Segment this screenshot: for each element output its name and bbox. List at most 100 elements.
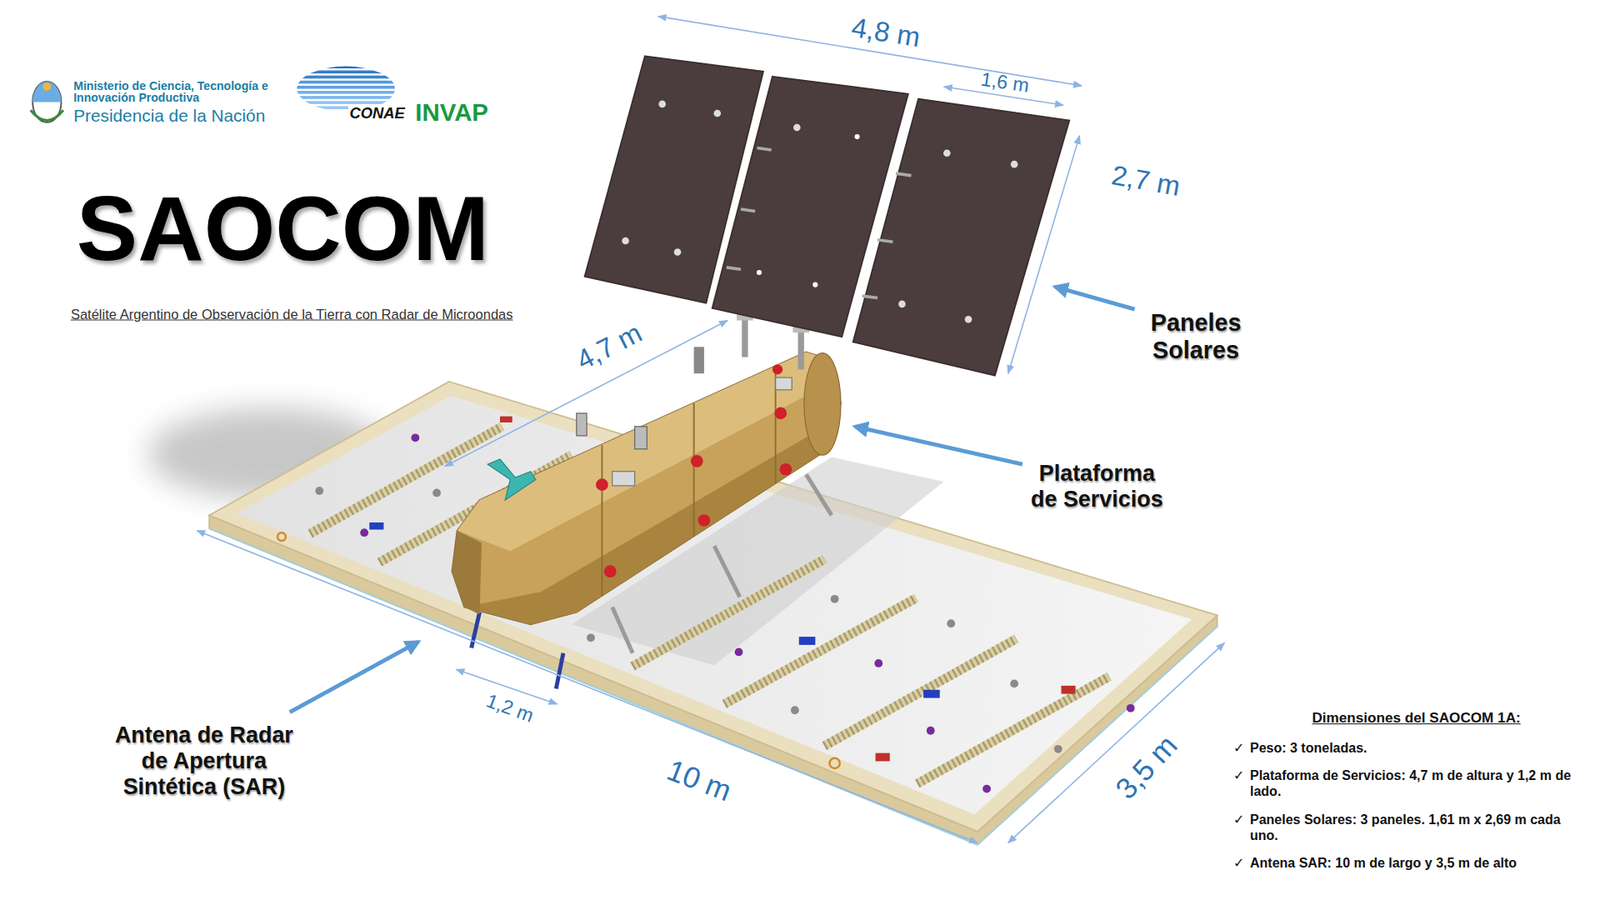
- hinge: [757, 148, 772, 150]
- title: SAOCOM: [76, 182, 490, 275]
- strut: [714, 545, 740, 597]
- joint: [604, 565, 617, 578]
- stripe: [295, 75, 398, 80]
- dimension-line: [1008, 135, 1080, 374]
- component: [612, 471, 635, 486]
- component: [830, 595, 840, 604]
- component: [735, 648, 744, 657]
- joint: [780, 463, 793, 476]
- component: [369, 522, 384, 530]
- panel-dot: [714, 110, 722, 118]
- joint: [595, 478, 609, 491]
- dimension-lines: [196, 16, 1225, 844]
- panel-dot: [943, 149, 951, 157]
- stripe: [295, 95, 398, 100]
- spec-list: ✓Peso: 3 toneladas.✓Plataforma de Servic…: [1233, 740, 1592, 871]
- callout-arrow: [1055, 286, 1135, 310]
- dimension-line: [944, 86, 1064, 105]
- component: [982, 785, 991, 794]
- component: [1060, 685, 1075, 695]
- component: [1054, 745, 1063, 754]
- component: [360, 528, 369, 537]
- component: [277, 532, 286, 541]
- rail: [917, 676, 1110, 785]
- dimension-label: 1,2 m: [483, 689, 537, 727]
- platform-facet: [457, 351, 838, 551]
- mount: [741, 318, 748, 358]
- panel-dot: [898, 300, 906, 309]
- panel-dot: [812, 282, 818, 288]
- check-mark: ✓: [1233, 767, 1250, 784]
- module-seam: [601, 445, 604, 596]
- dimension-label: 2,7 m: [1109, 159, 1183, 203]
- panel-dot: [621, 237, 630, 245]
- component: [830, 758, 840, 769]
- hinge: [740, 209, 755, 211]
- platform-facet: [464, 418, 839, 625]
- stripe: [295, 85, 398, 90]
- callout-label: Paneles Solares: [1132, 309, 1260, 365]
- component: [432, 489, 441, 498]
- component: [946, 619, 955, 628]
- panel-dot: [658, 100, 666, 109]
- component: [799, 636, 816, 645]
- component: [923, 690, 940, 699]
- component: [500, 416, 513, 423]
- spec-row: ✓Plataforma de Servicios: 4,7 m de altur…: [1233, 767, 1592, 800]
- component: [1010, 680, 1019, 689]
- logo-text: Ministerio de Ciencia, Tecnología e Inno…: [73, 80, 304, 105]
- component: [874, 659, 883, 668]
- strut: [612, 607, 633, 654]
- callout-arrow: [290, 641, 419, 712]
- panel-dot: [965, 315, 973, 324]
- stripe: [295, 80, 398, 85]
- component: [790, 705, 800, 715]
- hinge: [726, 267, 741, 270]
- subtitle: Satélite Argentino de Observación de la …: [70, 306, 514, 323]
- callout-label: Plataforma de Servicios: [1025, 460, 1169, 513]
- component: [875, 753, 890, 762]
- component: [926, 726, 935, 735]
- joint: [772, 364, 783, 375]
- rail: [917, 676, 1110, 785]
- component: [775, 377, 793, 390]
- callout-label: Antena de Radar de Apertura Sintética (S…: [101, 722, 306, 800]
- dimension-line: [1008, 642, 1225, 843]
- dimension-line: [658, 16, 1082, 86]
- rail: [824, 639, 1016, 747]
- check-mark: ✓: [1233, 811, 1250, 828]
- dimension-line: [196, 530, 978, 844]
- spec-row: ✓Peso: 3 toneladas.: [1233, 740, 1592, 756]
- dimension-line: [455, 669, 557, 705]
- component: [635, 426, 648, 450]
- stripe: [295, 70, 398, 74]
- check-mark: ✓: [1233, 740, 1250, 756]
- dimension-label: 3,5 m: [1109, 728, 1185, 806]
- spec-row: ✓Paneles Solares: 3 paneles. 1,61 m x 2,…: [1233, 811, 1592, 844]
- component: [410, 433, 420, 442]
- hinge: [877, 240, 893, 242]
- logo-wordmark: INVAP: [415, 98, 489, 127]
- panel-dot: [793, 124, 801, 132]
- component: [1126, 704, 1135, 713]
- joint: [774, 407, 787, 420]
- spec-row: ✓Antena SAR: 10 m de largo y 3,5 m de al…: [1233, 855, 1592, 871]
- hinge: [895, 173, 911, 175]
- spec-heading: Dimensiones del SAOCOM 1A:: [1311, 710, 1520, 727]
- spec-item: Plataforma de Servicios: 4,7 m de altura…: [1250, 767, 1592, 800]
- joint: [690, 455, 704, 468]
- solar-panel: [853, 99, 1070, 376]
- stripe: [295, 105, 398, 110]
- platform-end: [451, 530, 482, 615]
- spec-item: Paneles Solares: 3 paneles. 1,61 m x 2,6…: [1250, 811, 1592, 844]
- component: [576, 413, 587, 436]
- laurel: [30, 110, 64, 120]
- rail: [824, 639, 1016, 747]
- dimension-label: 1,6 m: [979, 68, 1030, 98]
- hinge: [862, 295, 878, 298]
- mount: [798, 330, 805, 370]
- callout-arrow: [855, 426, 1023, 465]
- dimension-label: 4,8 m: [849, 11, 923, 54]
- panel-dot: [1010, 160, 1019, 169]
